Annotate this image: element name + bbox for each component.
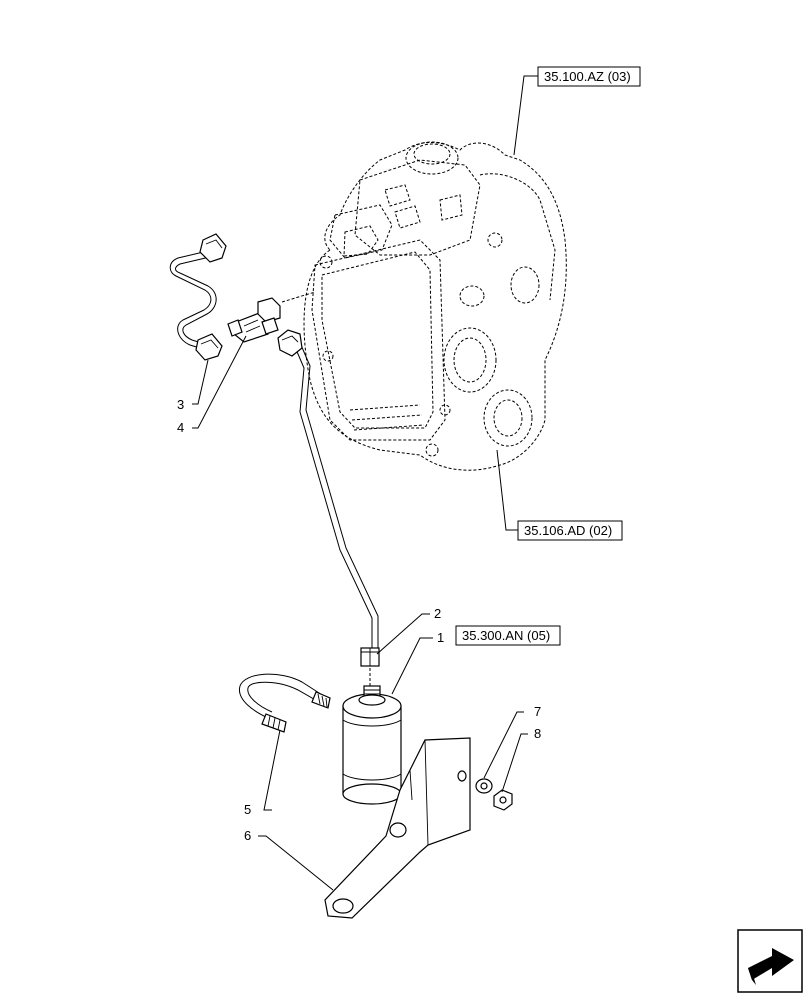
washer-part-7[interactable] bbox=[475, 778, 493, 794]
ref-box-filter[interactable]: 35.300.AN (05) bbox=[455, 625, 561, 646]
pipe-part-3[interactable] bbox=[169, 233, 227, 361]
bracket-part-6[interactable] bbox=[324, 737, 471, 919]
callout-4: 4 bbox=[177, 420, 184, 435]
ref-box-top[interactable]: 35.100.AZ (03) bbox=[537, 66, 641, 87]
nut-part-8[interactable] bbox=[493, 789, 513, 811]
callout-8: 8 bbox=[534, 726, 541, 741]
next-page-arrow-icon[interactable] bbox=[737, 929, 803, 993]
callout-6: 6 bbox=[244, 828, 251, 843]
filter-part-1[interactable] bbox=[342, 685, 402, 805]
pipe-part-2[interactable] bbox=[277, 329, 380, 686]
leader-lines bbox=[192, 75, 538, 891]
hose-part-5[interactable] bbox=[239, 673, 331, 733]
callout-7: 7 bbox=[534, 704, 541, 719]
callout-labels: 1 2 3 4 5 6 7 8 bbox=[177, 397, 541, 843]
callout-3: 3 bbox=[177, 397, 184, 412]
callout-1: 1 bbox=[437, 630, 444, 645]
callout-5: 5 bbox=[244, 802, 251, 817]
hydraulic-pump-assembly bbox=[303, 141, 567, 471]
ref-box-mid[interactable]: 35.106.AD (02) bbox=[517, 520, 623, 541]
ref-filter-text[interactable]: 35.300.AN (05) bbox=[462, 628, 550, 643]
ref-top-text[interactable]: 35.100.AZ (03) bbox=[544, 69, 631, 84]
ref-mid-text[interactable]: 35.106.AD (02) bbox=[524, 523, 612, 538]
callout-2: 2 bbox=[434, 606, 441, 621]
tee-fitting-part-4[interactable] bbox=[227, 291, 316, 343]
